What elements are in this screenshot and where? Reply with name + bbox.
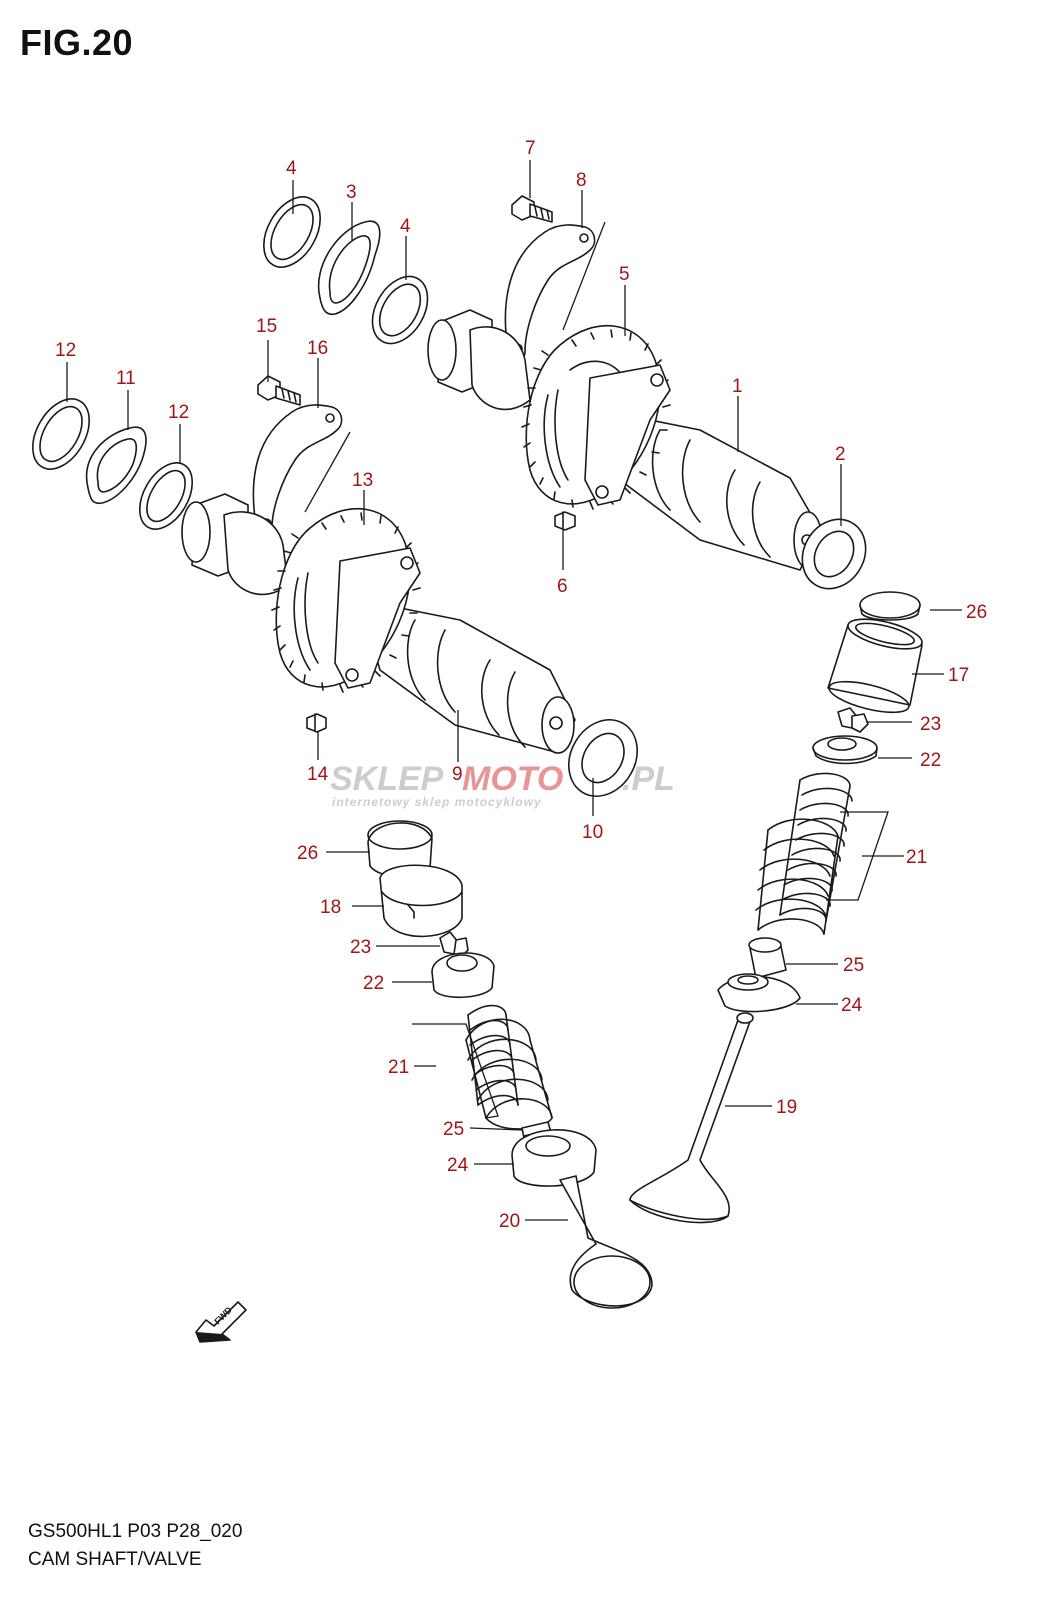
valve-20 [559,1175,653,1309]
callout-25-left: 25 [443,1119,464,1140]
callout-labels: 4 3 4 7 8 5 1 2 6 15 16 13 12 11 12 14 9… [55,138,987,1232]
gasket-3 [317,220,381,316]
callout-17: 17 [948,665,969,686]
callout-14: 14 [307,764,329,785]
callout-11: 11 [116,368,136,389]
callout-23-left: 23 [350,937,371,958]
callout-13: 13 [352,470,373,491]
washer-24-right [717,973,801,1013]
washer-4-upper-right [371,275,429,345]
cotter-23-right [837,707,869,733]
watermark-brand-part1: SKLEP [330,760,444,798]
callout-21-right: 21 [906,847,927,868]
tappet-17 [827,618,923,714]
callout-7: 7 [525,138,536,159]
callout-20: 20 [499,1211,520,1232]
callout-26-right: 26 [966,602,987,623]
washer-24-left [511,1129,597,1187]
callout-4-upper-right: 4 [400,216,411,237]
washer-4-upper-left [263,196,321,268]
leader-lines [66,160,962,1221]
valve-springs-21-left [465,1004,553,1130]
callout-21-left: 21 [388,1057,409,1078]
callout-1: 1 [732,376,743,397]
callout-4-upper-left: 4 [286,158,297,179]
watermark-brand-part2: MOTO [462,760,563,798]
figure-title: FIG.20 [20,22,134,63]
callout-2: 2 [835,444,846,465]
pin-6 [554,511,576,531]
callout-22-right: 22 [920,750,941,771]
retainer-22-left [431,952,495,999]
callout-19: 19 [776,1097,797,1118]
shim-26-right [859,591,921,621]
callout-25-right: 25 [843,955,864,976]
callout-8: 8 [576,170,587,191]
gasket-11 [85,426,147,505]
watermark-tagline: internetowy sklep motocyklowy [332,795,542,809]
callout-22-left: 22 [363,973,384,994]
callout-24-right: 24 [841,995,863,1016]
callout-3: 3 [346,182,357,203]
tappet-18 [379,864,463,938]
bolt-7 [511,195,553,223]
callout-26-left: 26 [297,843,318,864]
camshaft-9 [181,493,576,754]
callout-15: 15 [256,316,277,337]
spring-seat-25-right [748,937,787,979]
section-name: CAM SHAFT/VALVE [28,1549,202,1570]
washer-12-right [138,462,194,530]
sprocket-5 [521,221,671,510]
callout-10: 10 [582,822,603,843]
bolt-15 [257,375,301,406]
valve-19 [629,1012,754,1224]
callout-5: 5 [619,264,630,285]
callout-23-right: 23 [920,714,941,735]
figure-footer: GS500HL1 P03 P28_020 CAM SHAFT/VALVE [28,1518,242,1574]
seal-10 [568,719,638,797]
callout-9: 9 [452,764,463,785]
fwd-arrow-icon: FWD [195,1301,247,1343]
washer-12-left [32,398,90,470]
callout-24-left: 24 [447,1155,469,1176]
valve-springs-21-right [755,772,853,935]
callout-6: 6 [557,576,568,597]
pin-14 [306,713,327,733]
callout-12-left: 12 [55,340,76,361]
model-code: GS500HL1 P03 P28_020 [28,1521,243,1542]
callout-12-right: 12 [168,402,189,423]
callout-18: 18 [320,897,341,918]
retainer-22-right [812,735,878,765]
sprocket-13 [271,507,421,693]
callout-16: 16 [307,338,328,359]
seal-2 [801,518,867,590]
